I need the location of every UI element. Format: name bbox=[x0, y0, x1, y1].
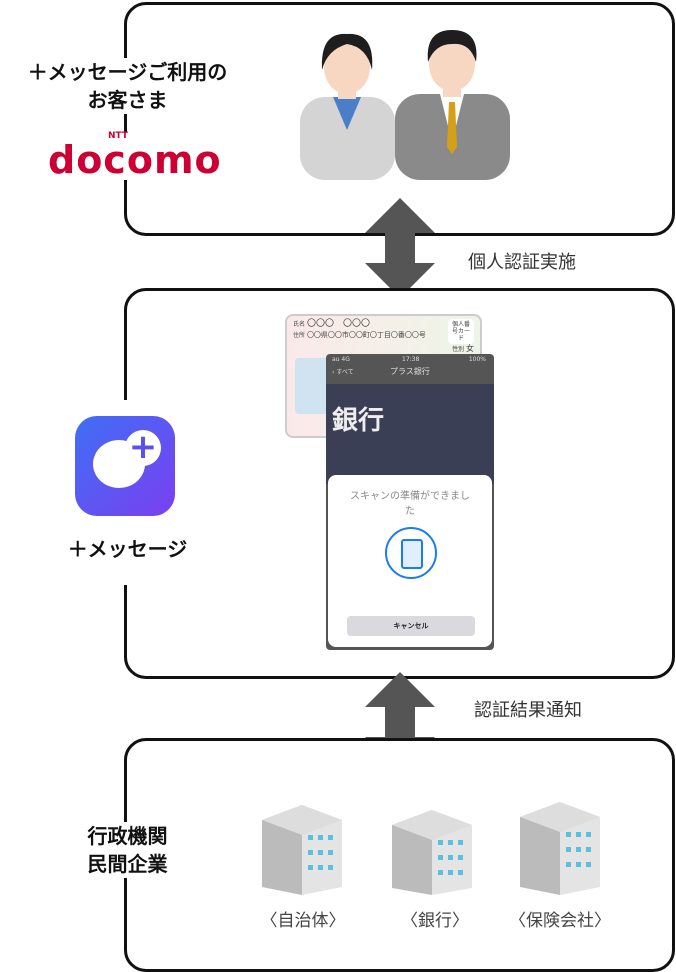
docomo-logo: NTT docomo bbox=[48, 132, 228, 180]
personal-auth-label: 個人認証実施 bbox=[468, 252, 576, 273]
app-label: ＋メッセージ bbox=[55, 535, 200, 563]
man-icon bbox=[395, 30, 510, 180]
woman-icon bbox=[300, 33, 395, 180]
organizations-label: 行政機関 民間企業 bbox=[70, 822, 185, 878]
building-icon bbox=[392, 810, 472, 895]
auth-result-label: 認証結果通知 bbox=[474, 700, 582, 721]
building-caption-municipality: 〈自治体〉 bbox=[260, 911, 346, 931]
building-caption-insurance: 〈保険会社〉 bbox=[509, 911, 611, 931]
plus-message-app-icon: + bbox=[75, 416, 175, 516]
phone-screenshot: au 4G 17:38 100% ‹ すべて プラス銀行 銀行 スキャンの準備が… bbox=[326, 354, 494, 650]
cancel-button[interactable]: キャンセル bbox=[347, 616, 475, 636]
building-icon bbox=[262, 805, 342, 895]
phone-scan-icon bbox=[385, 527, 437, 579]
customer-label-line1: ＋メッセージご利用の bbox=[27, 60, 228, 84]
back-link[interactable]: ‹ すべて bbox=[332, 369, 354, 376]
customer-label: ＋メッセージご利用の お客さま bbox=[10, 58, 245, 114]
scan-dialog: スキャンの準備ができました キャンセル bbox=[328, 475, 492, 647]
building-caption-bank: 〈銀行〉 bbox=[401, 911, 469, 931]
bidirectional-arrow-icon bbox=[365, 198, 435, 298]
customers-illustration bbox=[300, 30, 510, 180]
customer-label-line2: お客さま bbox=[87, 88, 168, 112]
building-icon bbox=[520, 802, 600, 895]
